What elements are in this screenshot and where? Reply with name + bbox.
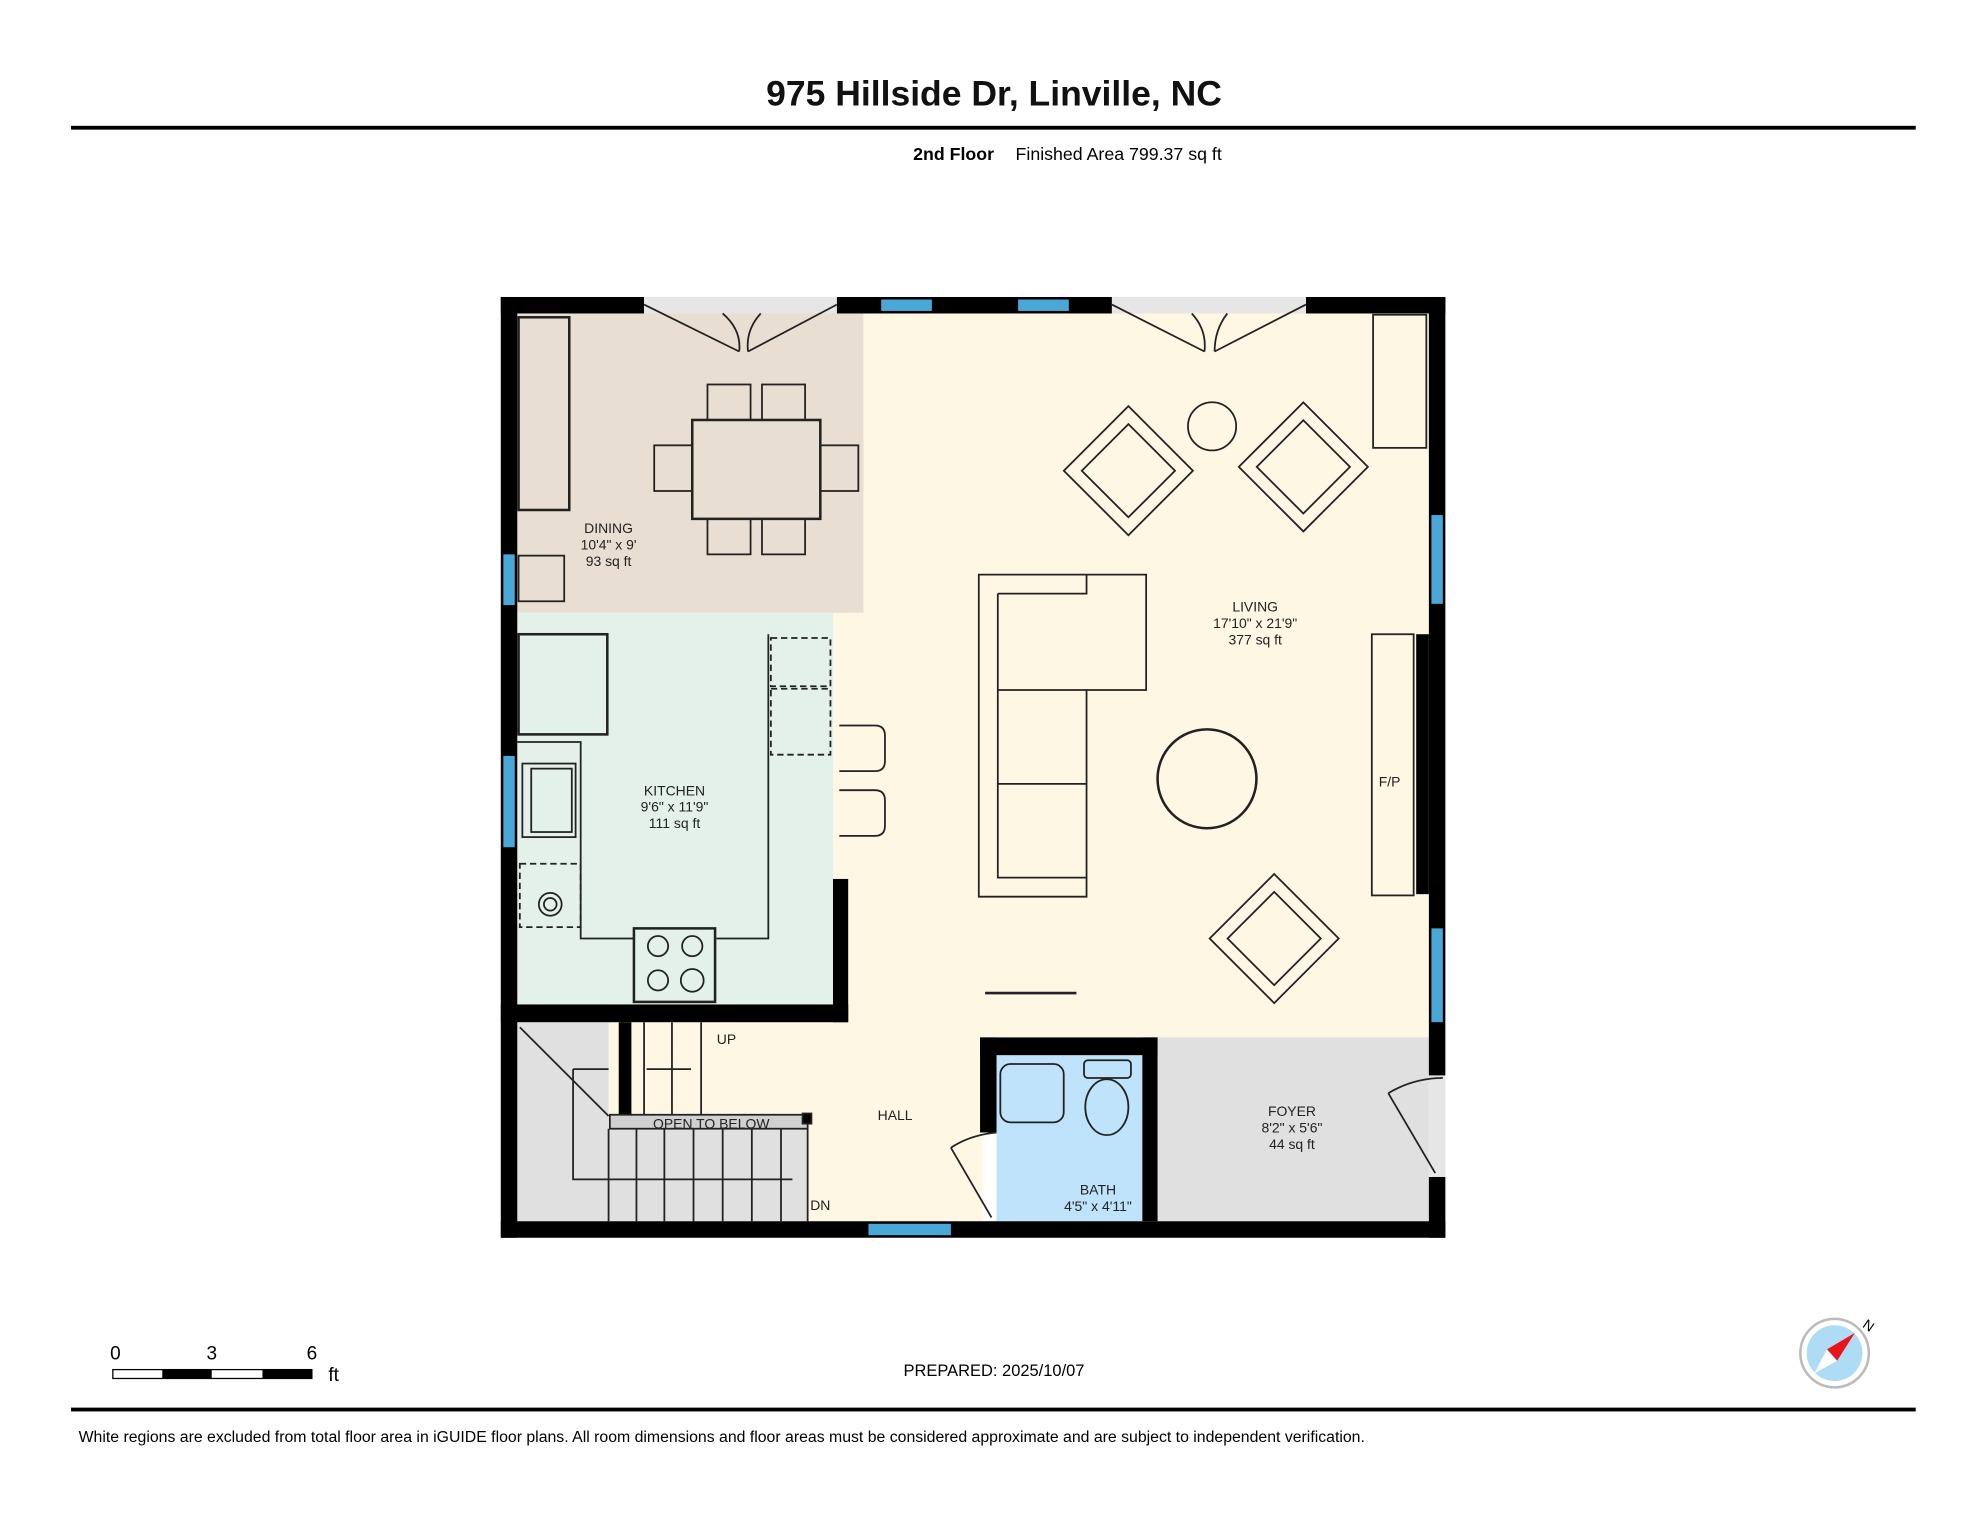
- open-to-below-label: OPEN TO BELOW: [653, 1116, 770, 1132]
- bath-door: [950, 1131, 997, 1218]
- compass-icon: N: [1799, 1316, 1877, 1389]
- foyer-area: [1157, 1037, 1429, 1222]
- door-opening-living: [1111, 296, 1306, 314]
- dining-area-label: 93 sq ft: [586, 553, 632, 569]
- stairs-up-label: UP: [717, 1031, 736, 1047]
- wall-stair: [618, 1022, 632, 1117]
- dishwasher: [518, 862, 582, 929]
- wall-top-left: [500, 296, 645, 314]
- sectional-sofa: [977, 573, 1148, 898]
- refrigerator: [517, 632, 609, 736]
- fireplace: [1370, 633, 1415, 897]
- window: [503, 554, 515, 606]
- window: [1431, 515, 1443, 604]
- dining-name: DINING: [584, 520, 633, 536]
- wall-bath-top: [980, 1037, 1158, 1056]
- floor-label: 2nd Floor: [913, 144, 994, 164]
- windows: [503, 299, 1443, 1236]
- bath-name: BATH: [1080, 1182, 1116, 1198]
- bath-area: [996, 1055, 1143, 1222]
- living-area-label: 377 sq ft: [1228, 631, 1282, 647]
- coffee-table: [1156, 728, 1258, 830]
- dining-furniture: [517, 316, 860, 603]
- door-opening-foyer: [1428, 1075, 1446, 1177]
- bath-fixtures: [999, 1059, 1132, 1136]
- foyer-area-label: 44 sq ft: [1269, 1136, 1315, 1152]
- stair-area: [517, 1022, 609, 1222]
- header-divider: [71, 125, 1916, 130]
- disclaimer: White regions are excluded from total fl…: [79, 1429, 1365, 1446]
- prepared-date: PREPARED: 2025/10/07: [904, 1362, 1085, 1380]
- wall-bath-left: [980, 1037, 997, 1133]
- living-furniture: [977, 313, 1428, 1005]
- floor-plan: DINING 10'4" x 9' 93 sq ft KITCHEN 9'6" …: [500, 296, 1446, 1238]
- bath-dims: 4'5" x 4'11": [1064, 1198, 1132, 1214]
- sink: [521, 762, 577, 838]
- page-title: 975 Hillside Dr, Linville, NC: [766, 74, 1222, 114]
- dining-area: [517, 313, 864, 613]
- stairs-down-area: [608, 1128, 808, 1222]
- window: [868, 1223, 951, 1236]
- finished-area: Finished Area 799.37 sq ft: [1016, 144, 1222, 164]
- hall-label: HALL: [878, 1107, 913, 1123]
- window: [881, 299, 932, 311]
- window: [1431, 928, 1443, 1023]
- scale-tick-6: 6: [307, 1343, 318, 1364]
- kitchen-name: KITCHEN: [644, 782, 705, 798]
- footer-divider: [71, 1407, 1916, 1412]
- stove: [632, 927, 717, 1004]
- staircase: [519, 1022, 813, 1222]
- window: [1018, 299, 1069, 311]
- scale-unit: ft: [328, 1365, 339, 1386]
- french-doors: [643, 303, 1307, 353]
- kitchen-furniture: [517, 632, 886, 1004]
- fireplace-label: F/P: [1379, 773, 1401, 789]
- door-opening-dining: [644, 296, 837, 314]
- wall-top-mid: [836, 296, 1112, 314]
- living-name: LIVING: [1232, 598, 1278, 614]
- stairs-down-label: DN: [810, 1197, 830, 1213]
- window: [503, 755, 515, 848]
- wall-kitchen-south: [500, 1004, 849, 1023]
- scale-bar: 0 3 6 ft: [110, 1343, 340, 1386]
- dining-dims: 10'4" x 9': [581, 536, 637, 552]
- wall-fireplace: [1416, 634, 1429, 895]
- living-dims: 17'10" x 21'9": [1213, 615, 1297, 631]
- kitchen-area-label: 111 sq ft: [649, 815, 701, 831]
- wall-bath-right: [1142, 1037, 1158, 1222]
- kitchen-dims: 9'6" x 11'9": [641, 799, 709, 815]
- wall-bottom: [500, 1221, 1446, 1238]
- kitchen-area: [517, 612, 833, 1005]
- scale-tick-3: 3: [206, 1343, 217, 1364]
- wall-right: [1428, 296, 1446, 1076]
- wall-top-right: [1305, 296, 1446, 314]
- wall-kitchen-east: [832, 878, 849, 1023]
- foyer-name: FOYER: [1268, 1103, 1316, 1119]
- foyer-dims: 8'2" x 5'6": [1261, 1120, 1322, 1136]
- foyer-door: [1387, 1077, 1443, 1174]
- scale-tick-0: 0: [110, 1343, 121, 1364]
